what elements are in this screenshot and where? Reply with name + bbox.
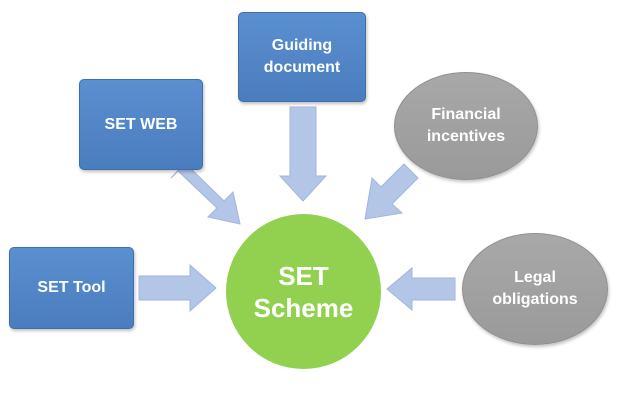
- arrow-guiding-document: [278, 106, 328, 202]
- set-scheme-center: SET Scheme: [226, 214, 381, 369]
- arrow-legal-obligations: [386, 266, 456, 312]
- arrow-financial-incentives: [364, 163, 419, 220]
- legal-obligations-ellipse: Legal obligations: [462, 233, 608, 345]
- set-tool-box: SET Tool: [9, 247, 134, 329]
- set-web-box: SET WEB: [79, 79, 203, 170]
- guiding-document-box: Guiding document: [238, 12, 366, 102]
- financial-incentives-ellipse: Financial incentives: [394, 72, 538, 180]
- arrow-set-tool: [138, 263, 217, 313]
- arrow-set-web: [170, 162, 241, 225]
